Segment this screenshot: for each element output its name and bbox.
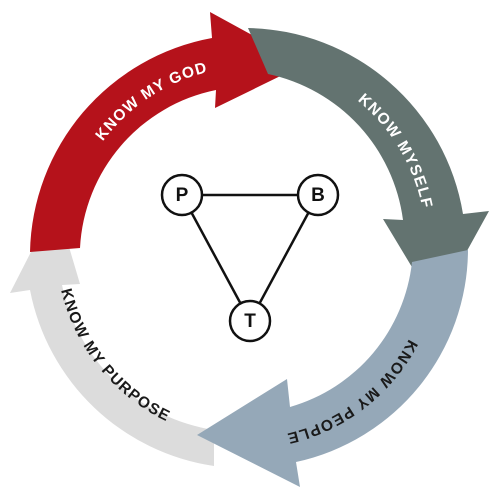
edge-b-t [248, 194, 320, 322]
arrow-know-my-purpose [10, 203, 214, 466]
node-p-circle [160, 173, 204, 217]
node-t-circle [228, 299, 272, 343]
node-b-letter: B [311, 185, 325, 206]
node-b: B [296, 173, 340, 217]
node-b-circle [296, 173, 340, 217]
arrow-know-myself [248, 28, 489, 307]
node-p: P [160, 173, 204, 217]
node-p-letter: P [176, 185, 189, 206]
edge-p-t [180, 194, 252, 322]
arrow-know-my-god [30, 12, 305, 252]
arrow-know-my-people [197, 250, 468, 487]
node-t: T [228, 299, 272, 343]
node-t-letter: T [244, 311, 256, 332]
triangle-graph: P B T [160, 173, 340, 343]
